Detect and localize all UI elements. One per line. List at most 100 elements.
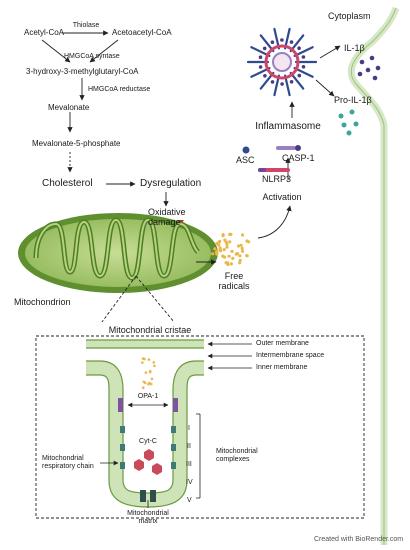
radical-dot <box>147 358 151 361</box>
radical-dot <box>152 361 156 364</box>
radical-dot <box>238 254 242 258</box>
casp1-protein-icon <box>276 145 301 151</box>
radical-dot <box>245 254 249 258</box>
cell-membrane-edge <box>350 7 397 545</box>
intermembrane-space-label: Intermembrane space <box>256 352 325 359</box>
free-radicals-label: Free radicals <box>218 271 250 291</box>
cytc-molecules <box>134 449 162 475</box>
dysregulation-label: Dysregulation <box>140 178 202 189</box>
inflammasome-bead <box>301 65 306 69</box>
free-radicals-cluster <box>211 232 251 267</box>
pro-il1b-label: Pro-IL-1β <box>334 95 372 105</box>
cell-membrane <box>347 6 400 545</box>
zoom-lines <box>101 275 175 323</box>
radical-dot <box>213 247 217 251</box>
hmg-coa-label: 3-hydroxy-3-methylglutaryl-CoA <box>26 67 139 76</box>
inflammasome-bead <box>280 38 284 42</box>
activation-label: Activation <box>262 192 302 202</box>
acetyl-coa-label: Acetyl-CoA <box>24 28 65 37</box>
radical-dot <box>236 244 241 248</box>
respiratory-chain-label: Mitochondrial respiratory chain <box>42 455 94 470</box>
radical-dot <box>245 239 249 243</box>
pathway-arrows <box>41 30 169 207</box>
inner-membrane-label: Inner membrane <box>256 364 308 371</box>
nlrp3-label: NLRP3 <box>262 174 292 184</box>
mevalonate-5p-label: Mevalonate-5-phosphate <box>32 139 121 148</box>
radical-dot <box>143 381 147 385</box>
radical-dot <box>218 239 222 244</box>
mevalonate-label: Mevalonate <box>48 103 90 112</box>
radical-dot <box>228 240 232 244</box>
inflammasome-bead <box>270 40 275 44</box>
radical-dot <box>142 386 145 390</box>
radical-dot <box>222 248 226 252</box>
inflammasome-core <box>272 52 292 72</box>
nlrp3-protein-icon <box>258 168 290 172</box>
inflammasome-label: Inflammasome <box>255 121 321 132</box>
radical-dot <box>225 245 229 249</box>
inflammasome-bead <box>297 73 302 78</box>
inflammasome-bead <box>258 65 263 69</box>
radical-dot <box>230 249 234 253</box>
acetoacetyl-coa-label: Acetoacetyl-CoA <box>112 28 172 37</box>
mitochondrion-organelle <box>18 213 218 293</box>
mitochondrial-complexes-label: Mitochondrial complexes <box>216 448 258 463</box>
complex-ii-label: II <box>187 443 191 450</box>
radical-dot <box>218 247 222 252</box>
radical-dot <box>234 252 238 256</box>
radical-dot <box>144 371 148 374</box>
radical-dot <box>217 243 221 247</box>
radical-dot <box>153 364 156 368</box>
inflammasome-bead <box>289 40 294 44</box>
cytoplasm-label: Cytoplasm <box>328 11 371 21</box>
inflammasome-bead <box>289 80 294 84</box>
inflammasome-bead <box>258 55 263 59</box>
inflammasome-bead <box>263 74 267 78</box>
asc-label: ASC <box>236 155 255 165</box>
outer-membrane <box>86 339 204 349</box>
radical-dot <box>240 249 245 253</box>
inflammasome-bead <box>301 55 306 59</box>
radical-dot <box>150 377 154 381</box>
cytc-label: Cyt-C <box>139 438 157 445</box>
radical-dot <box>215 249 219 253</box>
respiratory-complexes <box>120 426 176 502</box>
radical-dot <box>229 262 233 266</box>
radical-dot <box>238 261 242 265</box>
inflammasome-ring <box>264 44 300 80</box>
mitochondrial-matrix-label: Mitochondrial matrix <box>127 510 169 525</box>
asc-protein-icon <box>242 146 250 154</box>
radical-dot <box>228 232 232 236</box>
radical-dot <box>226 262 230 267</box>
radical-dot <box>141 357 145 360</box>
radical-dot <box>227 254 231 258</box>
inflammasome-bead <box>297 46 301 50</box>
credit-text: Created with BioRender.com <box>314 536 404 543</box>
radical-dot <box>221 233 225 237</box>
radical-dot <box>241 233 245 237</box>
oxidative-damage-label: Oxidative damage <box>148 207 186 227</box>
opa1-label: OPA-1 <box>137 393 159 400</box>
cholesterol-label: Cholesterol <box>42 178 93 189</box>
complex-v-label: V <box>187 497 192 504</box>
radical-dot <box>223 238 227 242</box>
complex-iv-label: IV <box>186 479 193 486</box>
radical-dot <box>211 252 215 256</box>
intermembrane-radicals <box>141 357 156 390</box>
radical-dot <box>141 361 144 364</box>
inflammasome-bead <box>280 82 284 86</box>
inset-pointers <box>100 341 252 508</box>
radical-dot <box>148 370 152 374</box>
complex-iii-label: III <box>186 461 192 468</box>
inflammasome-complex <box>246 27 318 97</box>
inflammasome-bead <box>270 80 275 84</box>
mitochondrion-label: Mitochondrion <box>14 297 71 307</box>
outer-membrane-label: Outer membrane <box>256 340 309 347</box>
radical-dot <box>240 246 244 250</box>
complex-i-label: I <box>188 425 190 432</box>
pro-il1b-dots <box>338 109 359 136</box>
radical-dot <box>223 255 227 259</box>
inflammasome-bead <box>262 46 267 51</box>
